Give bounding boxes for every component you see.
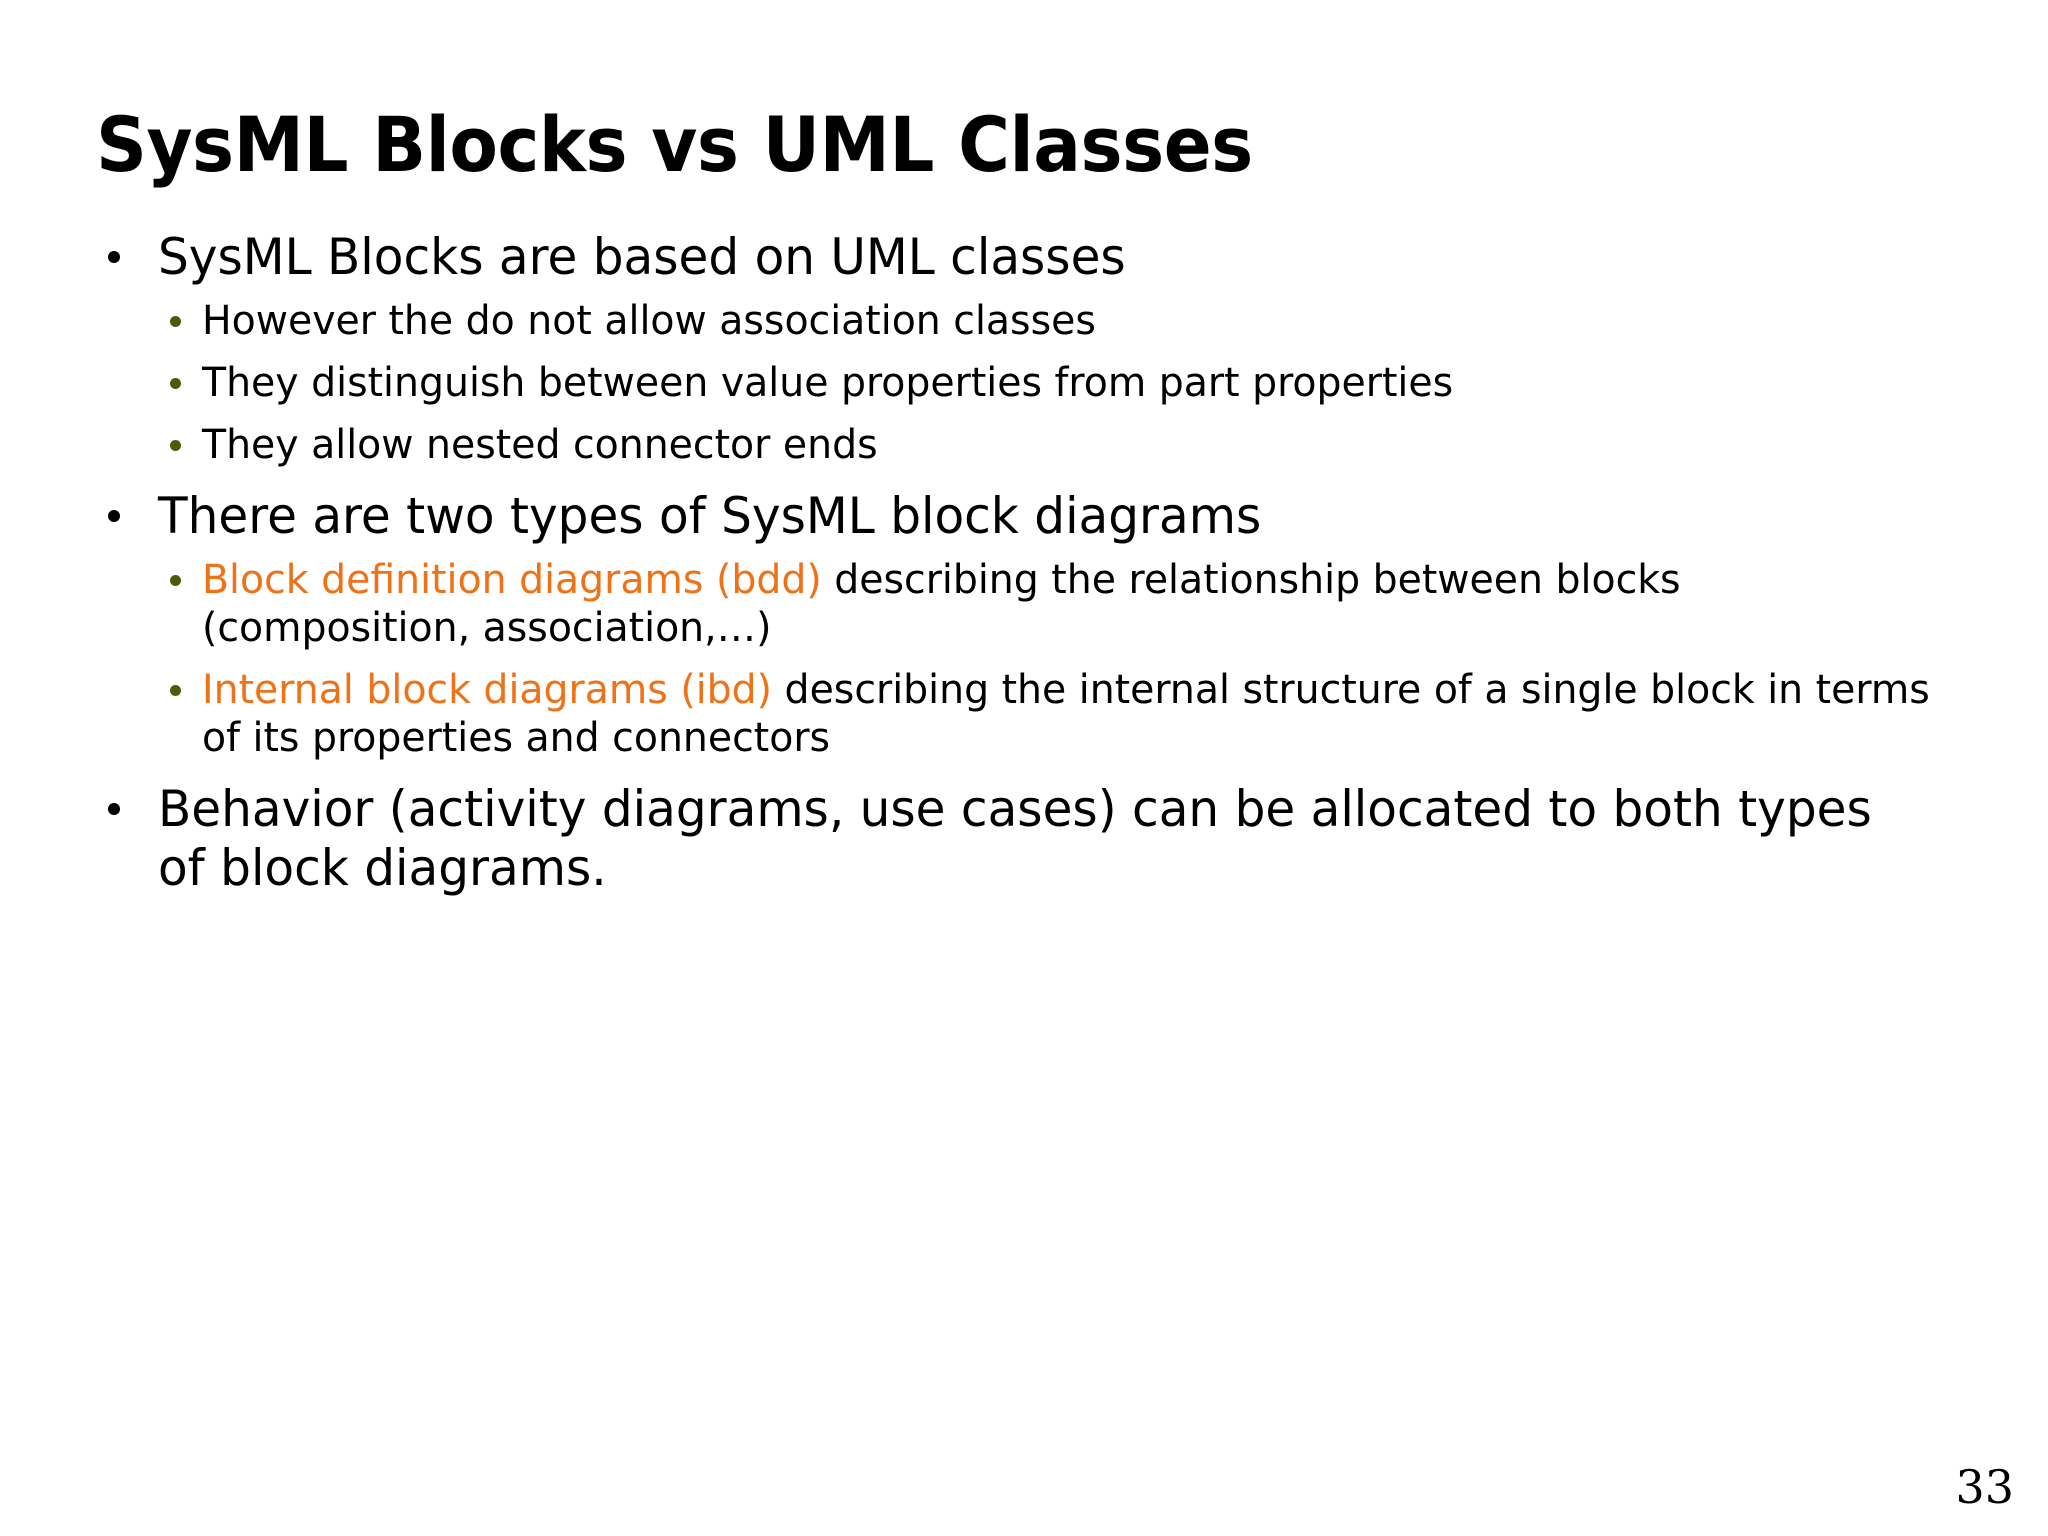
sub-bullet-dot-icon — [170, 685, 181, 697]
page-title: SysML Blocks vs UML Classes — [96, 99, 1253, 189]
bullet-dot-icon — [108, 251, 120, 263]
slide-body: SysML Blocks are based on UML classes Ho… — [100, 228, 1980, 904]
sub-bullet-dot-icon — [170, 440, 181, 452]
bullet-text-level2: However the do not allow association cla… — [202, 298, 1096, 344]
bullet-text-level1: There are two types of SysML block diagr… — [158, 487, 1262, 545]
bullet-text-rest: describing the internal structure of a s… — [202, 667, 1930, 761]
bullet-item-level1: Behavior (activity diagrams, use cases) … — [100, 780, 1980, 898]
sub-bullet-dot-icon — [170, 316, 181, 328]
sub-bullet-dot-icon — [170, 378, 181, 390]
bullet-item-level2: Internal block diagrams (ibd) describing… — [164, 666, 1980, 762]
bullet-text-rest: describing the relationship between bloc… — [202, 557, 1681, 651]
bullet-list-level2: However the do not allow association cla… — [100, 297, 1980, 469]
bullet-list-level1: SysML Blocks are based on UML classes Ho… — [100, 228, 1980, 898]
bullet-dot-icon — [108, 510, 120, 522]
bullet-dot-icon — [108, 803, 120, 815]
bullet-item-level2: However the do not allow association cla… — [164, 297, 1980, 345]
sub-bullet-dot-icon — [170, 575, 181, 587]
bullet-item-level1: There are two types of SysML block diagr… — [100, 487, 1980, 546]
bullet-item-level2: Block definition diagrams (bdd) describi… — [164, 556, 1980, 652]
bullet-list-level2: Block definition diagrams (bdd) describi… — [100, 556, 1980, 762]
bullet-text-level2: Internal block diagrams (ibd) describing… — [202, 666, 1953, 762]
bullet-text-level2: They allow nested connector ends — [202, 422, 878, 468]
bullet-text-level2: Block definition diagrams (bdd) describi… — [202, 556, 1953, 652]
highlight-term-ibd: Internal block diagrams (ibd) — [202, 667, 773, 713]
bullet-text-level1: SysML Blocks are based on UML classes — [158, 228, 1126, 286]
bullet-item-level2: They allow nested connector ends — [164, 421, 1980, 469]
bullet-text-level2: They distinguish between value propertie… — [202, 360, 1454, 406]
bullet-item-level2: They distinguish between value propertie… — [164, 359, 1980, 407]
highlight-term-bdd: Block definition diagrams (bdd) — [202, 557, 822, 603]
page-number: 33 — [1955, 1460, 2014, 1514]
bullet-text-level1: Behavior (activity diagrams, use cases) … — [158, 780, 1872, 897]
bullet-item-level1: SysML Blocks are based on UML classes — [100, 228, 1980, 287]
